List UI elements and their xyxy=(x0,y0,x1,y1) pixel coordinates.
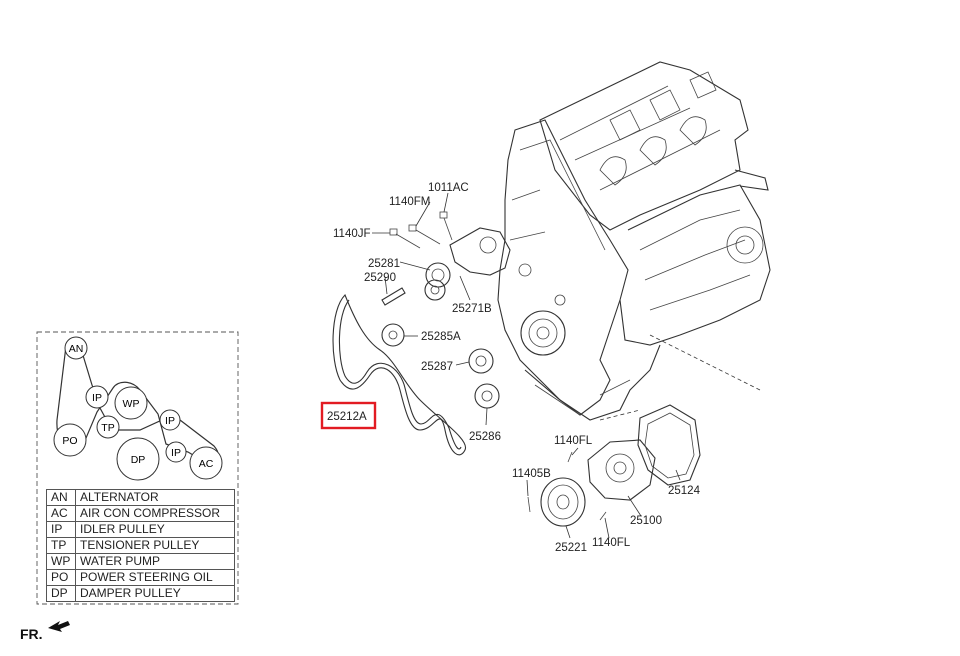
water-pump-gasket xyxy=(637,404,701,486)
inset-pulley-tp: TP xyxy=(96,415,120,439)
label-25286[interactable]: 25286 xyxy=(469,431,501,443)
label-25212a-highlighted[interactable]: 25212A xyxy=(327,411,367,423)
inset-pulley-an: AN xyxy=(64,336,88,360)
legend-name: DAMPER PULLEY xyxy=(75,585,235,602)
legend-name: ALTERNATOR xyxy=(75,489,235,506)
legend-code: IP xyxy=(46,521,76,538)
legend-code: AC xyxy=(46,505,76,522)
legend-name: WATER PUMP xyxy=(75,553,235,570)
part-labels: 1011AC 1140FM 1140JF 25281 25290 25271B … xyxy=(320,182,701,554)
label-25100[interactable]: 25100 xyxy=(630,515,662,527)
legend-code: WP xyxy=(46,553,76,570)
legend-code: TP xyxy=(46,537,76,554)
legend-code: PO xyxy=(46,569,76,586)
svg-text:IP: IP xyxy=(171,447,181,459)
label-25287[interactable]: 25287 xyxy=(421,361,453,373)
inset-border xyxy=(36,331,239,605)
water-pump-pulley xyxy=(527,451,586,527)
legend-name: POWER STEERING OIL xyxy=(75,569,235,586)
inset-pulley-ip-1: IP xyxy=(85,385,109,409)
label-11405b[interactable]: 11405B xyxy=(512,468,551,480)
inset-pulley-ac: AC xyxy=(189,446,223,480)
highlight-box xyxy=(320,401,377,430)
label-25124[interactable]: 25124 xyxy=(668,485,701,497)
legend-name: AIR CON COMPRESSOR xyxy=(75,505,235,522)
inset-pulley-ip-3: IP xyxy=(165,441,187,463)
belt-routing-inset: AN IP WP IP TP PO DP IP xyxy=(36,331,239,605)
label-25290[interactable]: 25290 xyxy=(364,272,396,284)
legend-name: IDLER PULLEY xyxy=(75,521,235,538)
idler-pulley-25285a xyxy=(381,323,405,347)
idler-pulley-25286 xyxy=(474,383,500,409)
legend-code: AN xyxy=(46,489,76,506)
svg-text:PO: PO xyxy=(62,435,77,447)
label-1140fl-top[interactable]: 1140FL xyxy=(554,435,593,447)
legend-name: TENSIONER PULLEY xyxy=(75,537,235,554)
leader-lines xyxy=(372,192,681,539)
label-25221[interactable]: 25221 xyxy=(555,542,587,554)
legend-code: DP xyxy=(46,585,76,602)
inset-pulley-dp: DP xyxy=(116,437,160,481)
water-pump xyxy=(587,439,656,521)
bolts xyxy=(381,211,453,306)
svg-text:TP: TP xyxy=(101,422,114,434)
label-25285a[interactable]: 25285A xyxy=(421,331,461,343)
label-25281[interactable]: 25281 xyxy=(368,258,400,270)
inset-pulley-ip-2: IP xyxy=(159,409,181,431)
svg-text:IP: IP xyxy=(165,415,175,427)
svg-text:AC: AC xyxy=(199,458,214,470)
label-1140fl-bottom[interactable]: 1140FL xyxy=(592,537,631,549)
svg-text:IP: IP xyxy=(92,392,102,404)
label-1140jf[interactable]: 1140JF xyxy=(333,228,371,240)
engine-block xyxy=(497,61,771,421)
inset-pulley-po: PO xyxy=(53,423,87,457)
inset-pulley-wp: WP xyxy=(114,386,148,420)
label-25271b[interactable]: 25271B xyxy=(452,303,492,315)
drive-belt xyxy=(332,294,466,456)
idler-pulley-25287 xyxy=(468,348,494,374)
front-marker: FR. xyxy=(20,626,43,642)
svg-text:WP: WP xyxy=(123,398,140,410)
svg-text:DP: DP xyxy=(131,454,146,466)
tensioner-assembly xyxy=(424,227,511,301)
label-1011ac[interactable]: 1011AC xyxy=(428,182,469,194)
front-arrow-icon xyxy=(48,621,70,632)
svg-text:AN: AN xyxy=(69,343,84,355)
label-1140fm[interactable]: 1140FM xyxy=(389,196,430,208)
